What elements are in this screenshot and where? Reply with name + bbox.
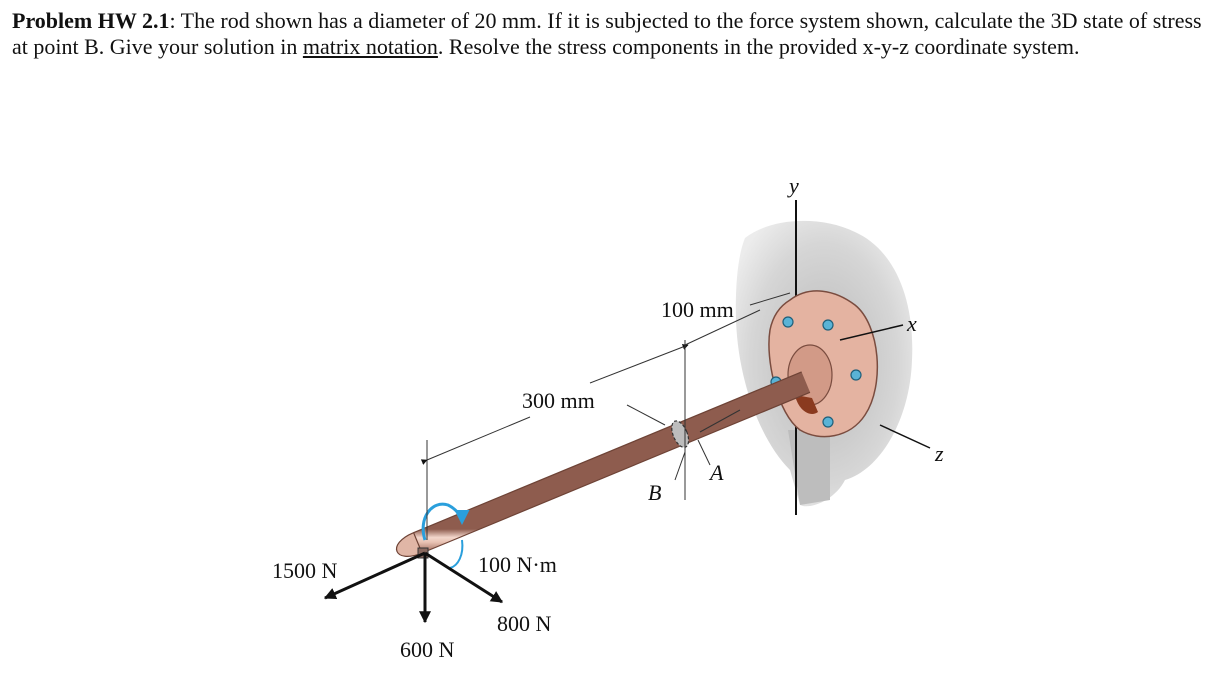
dim-100-line <box>684 309 761 346</box>
label-force-1500: 1500 N <box>272 558 338 583</box>
label-axis-z: z <box>934 441 944 466</box>
force-1500-arrow <box>323 551 426 600</box>
bolt-icon <box>822 319 834 331</box>
label-axis-y: y <box>787 173 799 198</box>
label-force-800: 800 N <box>497 611 552 636</box>
wall-shadow <box>788 430 830 505</box>
force-800-arrow <box>424 551 504 604</box>
dim-100-leader <box>749 292 791 306</box>
problem-text-part-2: . Resolve the stress components in the p… <box>437 34 1080 59</box>
section-leader-2 <box>699 409 741 433</box>
problem-text-part-1: : The rod shown has a diameter of 20 mm.… <box>12 8 1202 59</box>
section-leader <box>626 404 666 426</box>
matrix-notation-link: matrix notation <box>302 34 438 59</box>
label-point-a: A <box>708 460 724 485</box>
label-moment: 100 N·m <box>478 552 557 577</box>
dim-300-line-right <box>589 344 689 384</box>
rod <box>395 371 811 557</box>
label-axis-x: x <box>906 311 917 336</box>
problem-statement: Problem HW 2.1: The rod shown has a diam… <box>12 8 1217 60</box>
moment-arrow <box>421 502 470 541</box>
label-100-mm: 100 mm <box>661 297 734 322</box>
bolt-icon <box>782 316 794 328</box>
z-axis <box>879 424 931 449</box>
leader-b <box>674 451 686 481</box>
moment-arrow-tail <box>449 539 464 569</box>
label-point-b: B <box>648 480 661 505</box>
dim-300-line <box>420 416 531 465</box>
flange-hub-shadow <box>795 395 818 415</box>
label-300-mm: 300 mm <box>522 388 595 413</box>
bolt-icon <box>822 416 834 428</box>
x-axis <box>839 324 904 341</box>
bolt-icon <box>850 369 862 381</box>
label-force-600: 600 N <box>400 637 455 662</box>
leader-a <box>697 439 711 466</box>
problem-id: Problem HW 2.1 <box>12 8 170 33</box>
